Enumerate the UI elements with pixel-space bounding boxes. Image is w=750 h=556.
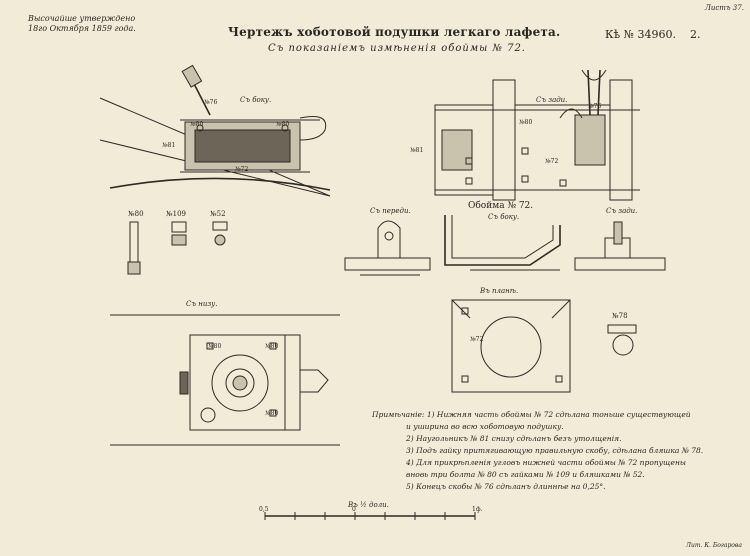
note-line-3: 2) Наугольникъ № 81 снизу сдѣланъ безъ у… [406, 434, 622, 443]
scale-left-value: 0,5 [259, 506, 269, 513]
scale-right-value: 1ф. [472, 506, 483, 513]
scale-mid-value: 0 [352, 506, 356, 513]
note-line-5: 4) Для прикрѣпленія угловъ нижней части … [406, 458, 687, 467]
page-title: Чертежъ хоботовой подушки легкаго лафета… [228, 25, 561, 39]
label-bottom-view: Съ низу. [186, 300, 218, 308]
note-line-6: вновь три болта № 80 съ гайками № 109 и … [406, 470, 645, 479]
label-rear-view: Съ зади. [536, 96, 568, 104]
approval-line-2: 18го Октября 1859 года. [28, 24, 136, 33]
note-line-2: и уширина во всю хоботовую подушку. [406, 422, 564, 431]
clip-plan-view [451, 299, 571, 393]
part-109-nut [171, 221, 187, 246]
part-label-81: №81 [162, 142, 176, 149]
part-label-76: №76 [204, 99, 218, 106]
side-view-assembly [99, 64, 331, 197]
part-label-80-detail: №80 [128, 210, 144, 218]
part-label-109-detail: №109 [166, 210, 186, 218]
part-label-80-b: №80 [276, 121, 290, 128]
part-label-80-rear: №80 [519, 119, 533, 126]
label-plan-view: Въ планѣ. [480, 287, 519, 295]
part-label-72-plan: №72 [470, 336, 484, 343]
note-line-1: Примѣчаніе: 1) Нижняя часть обоймы № 72 … [372, 410, 691, 419]
sheet-number: Листъ 37. [705, 4, 744, 12]
scale-label: Въ ½ доли. [348, 501, 389, 509]
part-52-washer [212, 221, 228, 246]
part-78-plate [607, 324, 637, 356]
archive-code: Кѣ № 34960. [605, 28, 677, 41]
part-label-78: №78 [612, 312, 628, 320]
part-label-72: №72 [235, 166, 249, 173]
label-clip-side: Съ боку. [488, 213, 520, 221]
page-subtitle: Съ показаніемъ измѣненія обоймы № 72. [268, 43, 526, 54]
part-label-80-a: №80 [190, 121, 204, 128]
label-clip-rear: Съ зади. [606, 207, 638, 215]
label-clip-72: Обойма № 72. [468, 201, 534, 211]
part-80-bolt [127, 221, 141, 275]
approval-line-1: Высочайше утверждено [28, 14, 136, 23]
part-label-81-rear: №81 [410, 147, 424, 154]
note-line-7: 5) Конецъ скобы № 76 сдѣланъ длиннѣе на … [406, 482, 606, 491]
part-label-80-bottom-c: №80 [265, 410, 279, 417]
note-line-4: 3) Подъ гайку притягивающую правильную с… [406, 446, 704, 455]
part-label-52-detail: №52 [210, 210, 226, 218]
part-label-80-bottom-a: №80 [208, 343, 222, 350]
rear-view-assembly [434, 69, 640, 201]
label-side-view: Съ боку. [240, 96, 272, 104]
label-front-view: Съ переди. [370, 207, 411, 215]
clip-rear-view [574, 221, 666, 271]
bottom-view-assembly [110, 314, 340, 446]
clip-side-view [444, 215, 561, 271]
part-label-72-rear: №72 [545, 158, 559, 165]
clip-front-view [344, 220, 431, 276]
printer-credit: Лит. К. Богарова [686, 542, 742, 549]
part-label-80-bottom-b: №80 [265, 343, 279, 350]
part-label-76-rear: №76 [588, 103, 602, 110]
scale-bar-graphic [264, 512, 476, 520]
page-number: 2. [690, 28, 701, 41]
